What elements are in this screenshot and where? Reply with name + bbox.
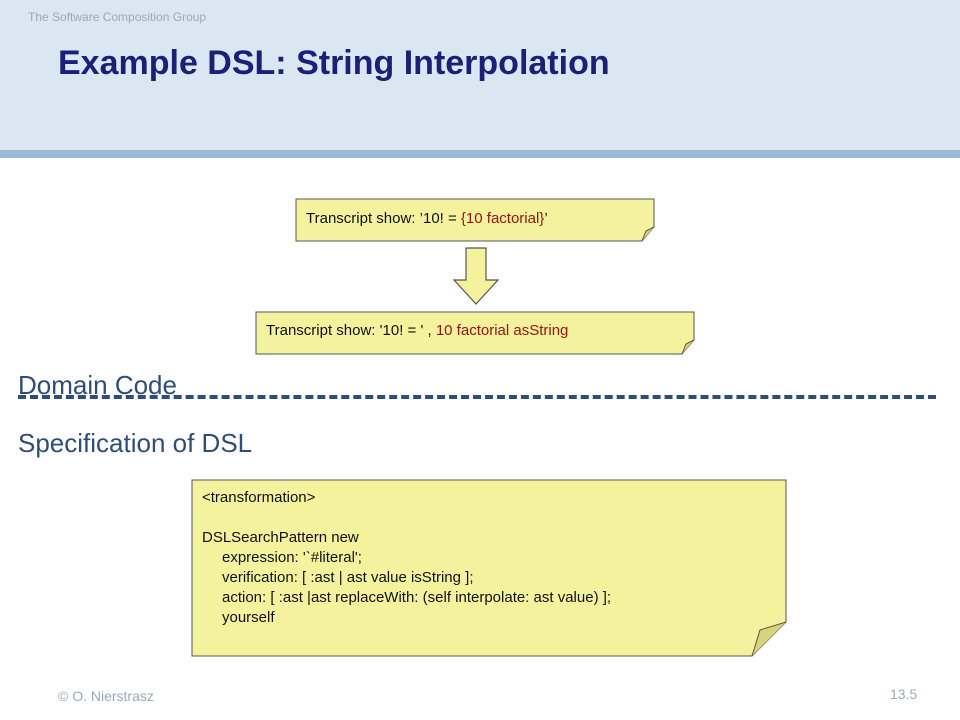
note-top-highlight: {10 factorial}: [460, 210, 545, 227]
dsl-line: action: [ :ast |ast replaceWith: (self i…: [222, 589, 612, 606]
organization-label: The Software Composition Group: [28, 10, 207, 24]
dsl-code-block: <transformation> DSLSearchPattern new ex…: [202, 488, 611, 628]
header-rule: [0, 150, 960, 158]
footer-author: © O. Nierstrasz: [58, 688, 154, 704]
section-divider: [18, 395, 936, 399]
down-arrow-icon: [452, 247, 500, 305]
note-middle-prefix: Transcript show: '10! = ' ,: [266, 322, 436, 339]
slide-header: [0, 0, 960, 150]
note-middle-highlight: 10 factorial asString: [435, 322, 569, 339]
slide-title: Example DSL: String Interpolation: [58, 44, 610, 82]
note-top-suffix: ’: [544, 210, 548, 227]
note-transformed-code: Transcript show: '10! = ' , 10 factorial…: [255, 311, 696, 355]
dsl-line: <transformation>: [202, 489, 316, 506]
note-source-code: Transcript show: ’10! = {10 factorial}’: [295, 198, 656, 242]
dsl-line: expression: '`#literal';: [222, 549, 362, 566]
note-top-prefix: Transcript show: ’10! =: [306, 210, 461, 227]
dsl-line: yourself: [222, 609, 275, 626]
note-dsl-specification: [191, 479, 788, 658]
dsl-line: DSLSearchPattern new: [202, 529, 359, 546]
dsl-line: verification: [ :ast | ast value isStrin…: [222, 569, 474, 586]
specification-heading: Specification of DSL: [18, 428, 253, 458]
page-number: 13.5: [890, 686, 918, 702]
